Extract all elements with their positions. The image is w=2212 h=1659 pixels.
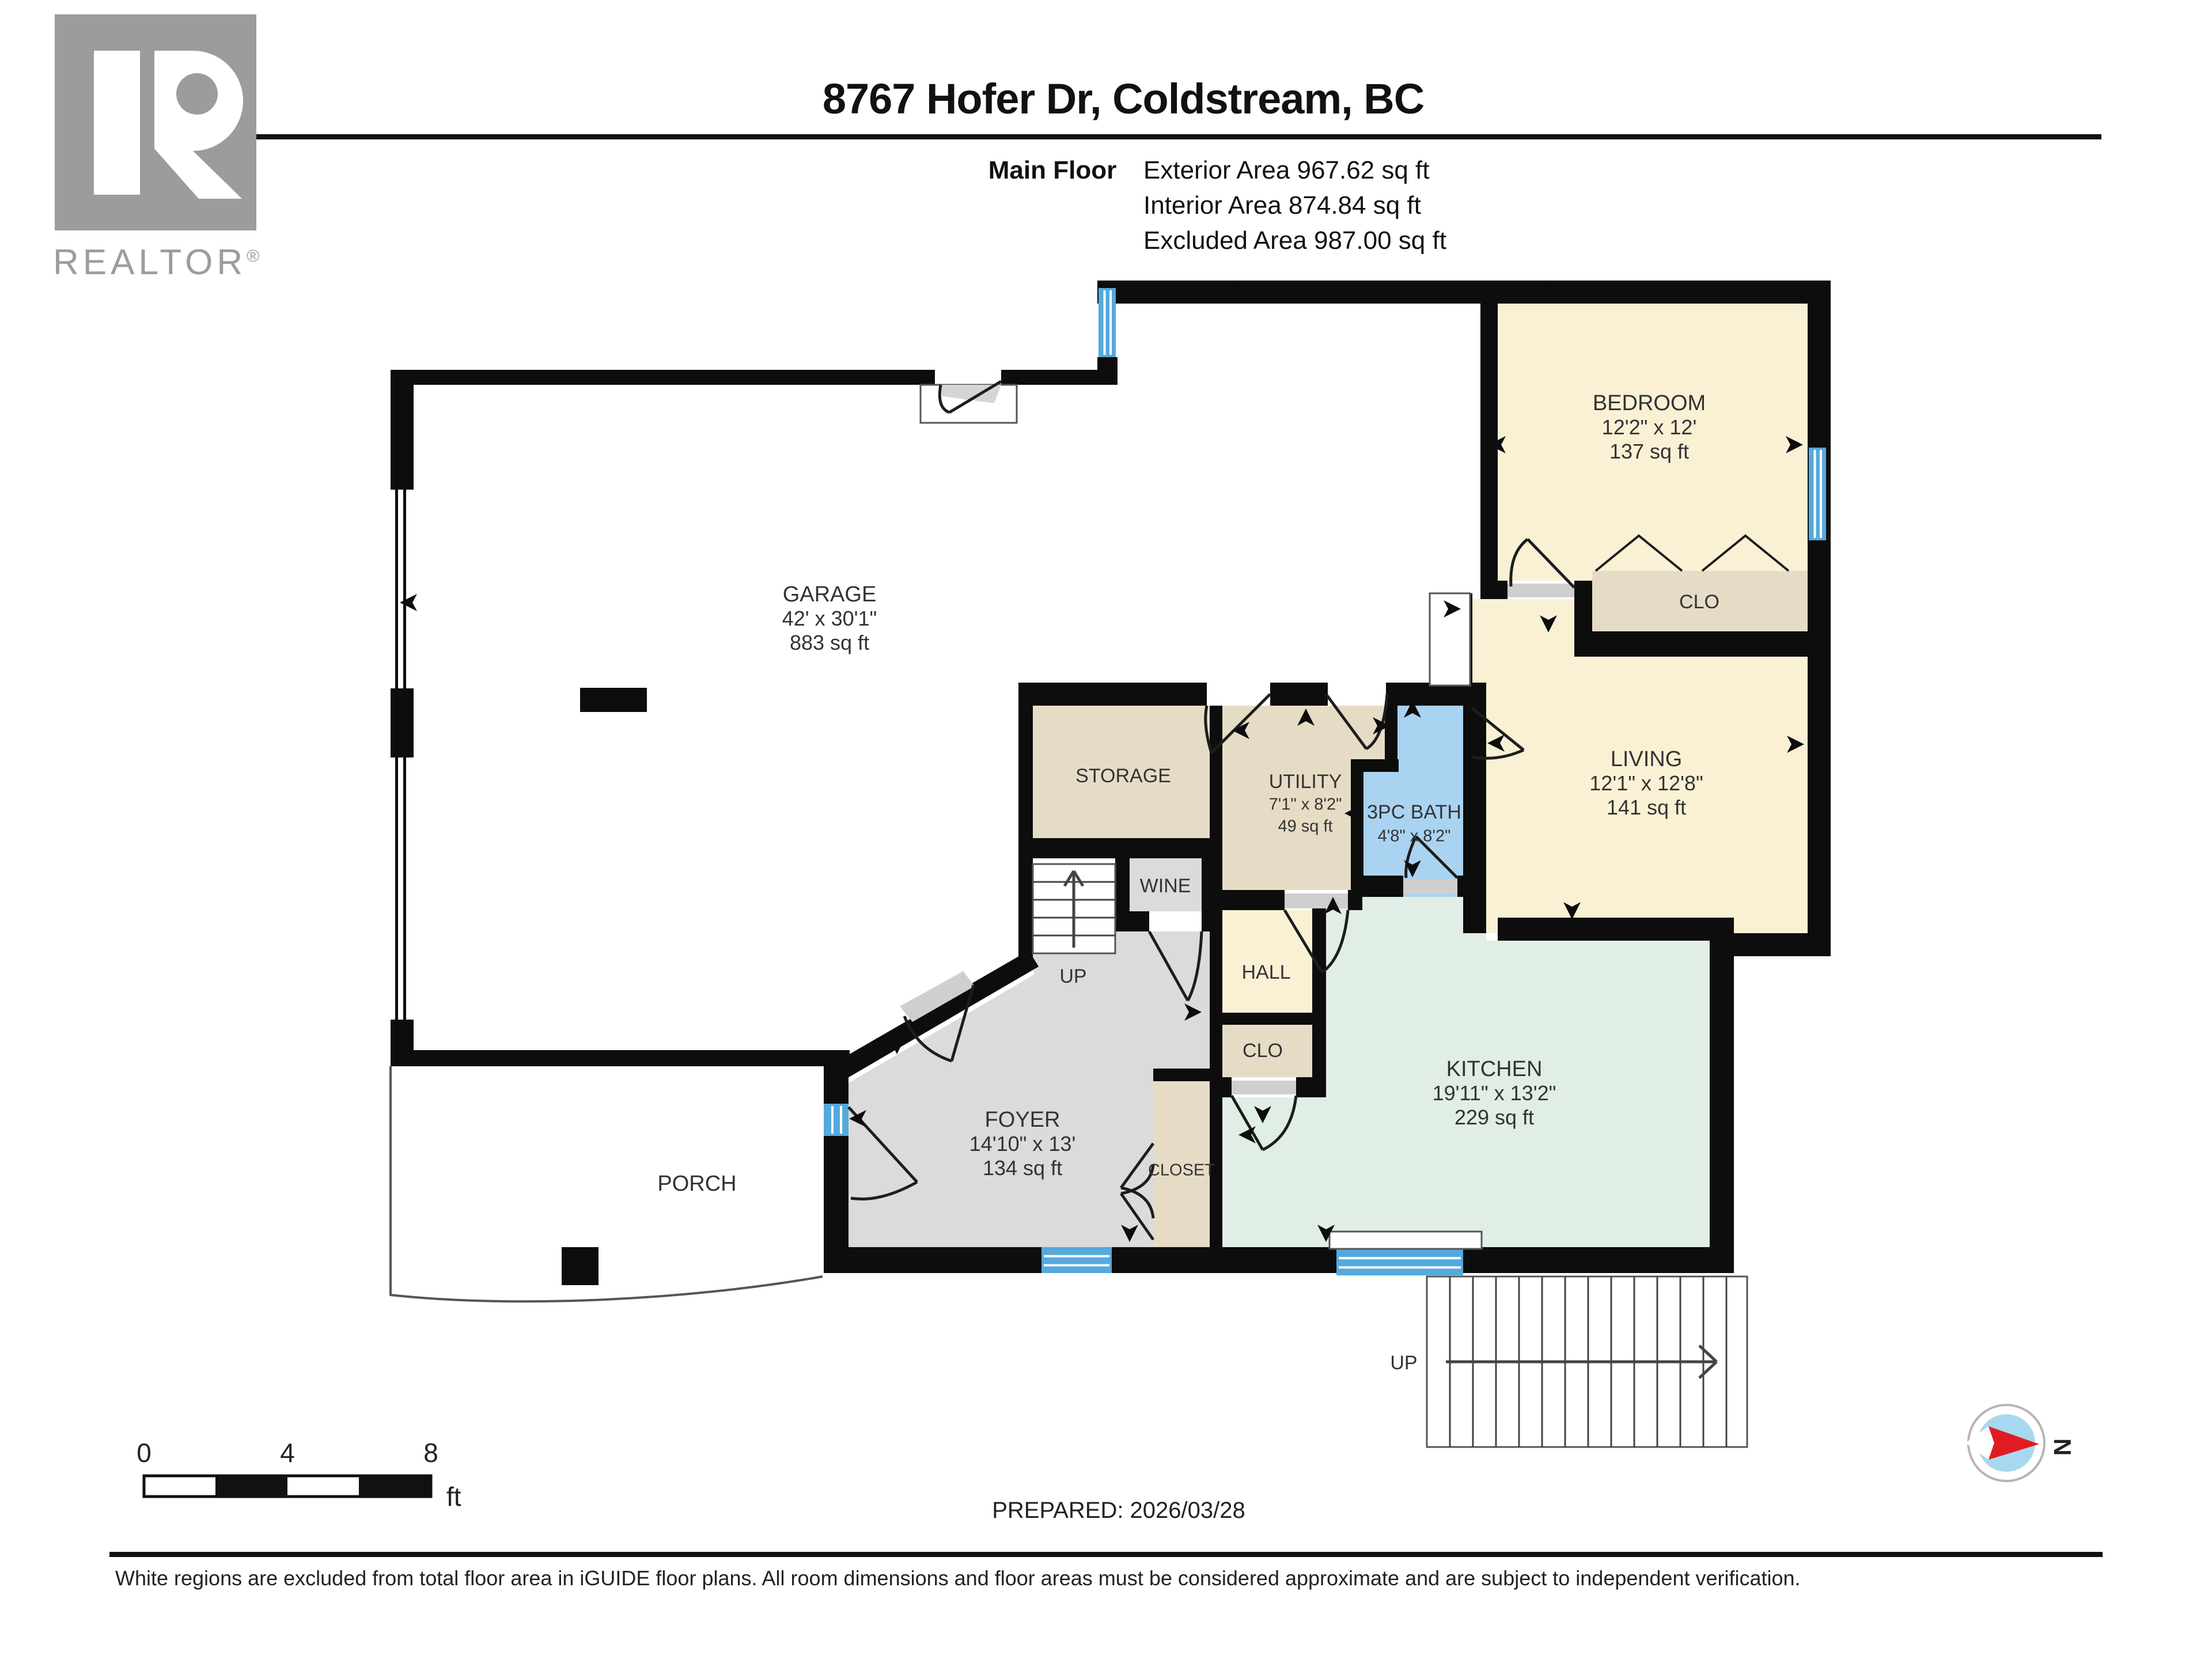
exterior-stairs-up-label: UP: [1390, 1352, 1418, 1374]
bedroom-label: BEDROOM: [1592, 391, 1706, 415]
utility-area: 49 sq ft: [1278, 817, 1333, 836]
scale-tick-4: 4: [280, 1438, 295, 1468]
room-hall: [1222, 910, 1312, 1013]
kitchen-area: 229 sq ft: [1454, 1105, 1535, 1129]
registered-mark: ®: [247, 247, 264, 266]
room-foyer-closet: [1153, 1081, 1210, 1247]
room-wine: [1130, 858, 1202, 911]
foyer-dims: 14'10" x 13': [969, 1132, 1076, 1156]
bedroom-dims: 12'2" x 12': [1601, 415, 1697, 439]
kitchen-door-lintel: [1328, 1230, 1483, 1250]
room-kitchen: [1222, 897, 1710, 1247]
wine-label: WINE: [1139, 875, 1191, 897]
room-hall-closet: [1222, 1025, 1312, 1077]
stair-landing: [1033, 952, 1115, 964]
room-bedroom: [1498, 304, 1808, 581]
foyer-closet-label: CLOSET: [1147, 1161, 1215, 1180]
footer-rule: [109, 1552, 2103, 1557]
hall-closet-label: CLO: [1243, 1040, 1283, 1062]
garage-post: [580, 688, 647, 712]
floor-label: Main Floor: [988, 156, 1117, 184]
garage-dims: 42' x 30'1": [782, 607, 877, 630]
room-fills: [849, 304, 1808, 1247]
compass-north-label: N: [2049, 1438, 2076, 1456]
bath-label: 3PC BATH: [1367, 801, 1461, 823]
living-dims: 12'1" x 12'8": [1589, 771, 1703, 795]
porch-outline: [389, 1066, 823, 1303]
scale-tick-8: 8: [423, 1438, 438, 1468]
bedroom-closet-label: CLO: [1679, 591, 1719, 613]
windows: [824, 288, 1826, 1275]
porch-label: PORCH: [657, 1172, 737, 1196]
kitchen-dims: 19'11" x 13'2": [1432, 1081, 1556, 1105]
utility-dims: 7'1" x 8'2": [1268, 795, 1342, 814]
exterior-area: Exterior Area 967.62 sq ft: [1143, 156, 1430, 184]
garage-area: 883 sq ft: [789, 631, 870, 654]
interior-stairs-up-label: UP: [1059, 965, 1087, 987]
title-rule: [109, 134, 2101, 139]
scale-bar: [142, 1474, 433, 1498]
disclaimer-text: White regions are excluded from total fl…: [115, 1566, 1801, 1590]
prepared-date: PREPARED: 2026/03/28: [992, 1498, 1245, 1523]
room-utility: [1222, 706, 1388, 890]
door-thresholds: [1232, 584, 1574, 1094]
living-area: 141 sq ft: [1606, 796, 1687, 819]
door-direction-arrows: [400, 282, 1804, 1242]
foyer-label: FOYER: [984, 1108, 1060, 1132]
diagonal-door-threshold: [900, 971, 975, 1022]
foyer-area: 134 sq ft: [982, 1156, 1063, 1180]
excluded-area: Excluded Area 987.00 sq ft: [1143, 226, 1446, 255]
bath-dims: 4'8" x 8'2": [1377, 827, 1451, 846]
room-storage: [1033, 706, 1210, 838]
storage-label: STORAGE: [1075, 765, 1171, 787]
realtor-logo-text: REALTOR®: [53, 243, 264, 282]
room-bath: [1361, 706, 1463, 897]
compass-icon: [1965, 1404, 2046, 1482]
room-bedroom-closet: [1592, 571, 1808, 631]
interior-stairs: [1032, 863, 1116, 955]
garage-label: GARAGE: [782, 582, 877, 607]
room-foyer: [849, 931, 1210, 1247]
living-label: LIVING: [1610, 747, 1683, 771]
porch-post: [562, 1247, 599, 1285]
interior-area: Interior Area 874.84 sq ft: [1143, 191, 1421, 219]
room-living: [1486, 657, 1808, 933]
page-title: 8767 Hofer Dr, Coldstream, BC: [822, 75, 1425, 123]
scale-tick-0: 0: [137, 1438, 151, 1468]
kitchen-label: KITCHEN: [1446, 1057, 1543, 1081]
hall-label: HALL: [1241, 961, 1291, 983]
realtor-logo-icon: [55, 14, 256, 230]
scale-unit: ft: [446, 1482, 461, 1512]
exterior-stairs: [1426, 1275, 1748, 1448]
walls: [391, 281, 1831, 1273]
bedroom-area: 137 sq ft: [1609, 440, 1690, 463]
utility-label: UTILITY: [1268, 771, 1342, 793]
